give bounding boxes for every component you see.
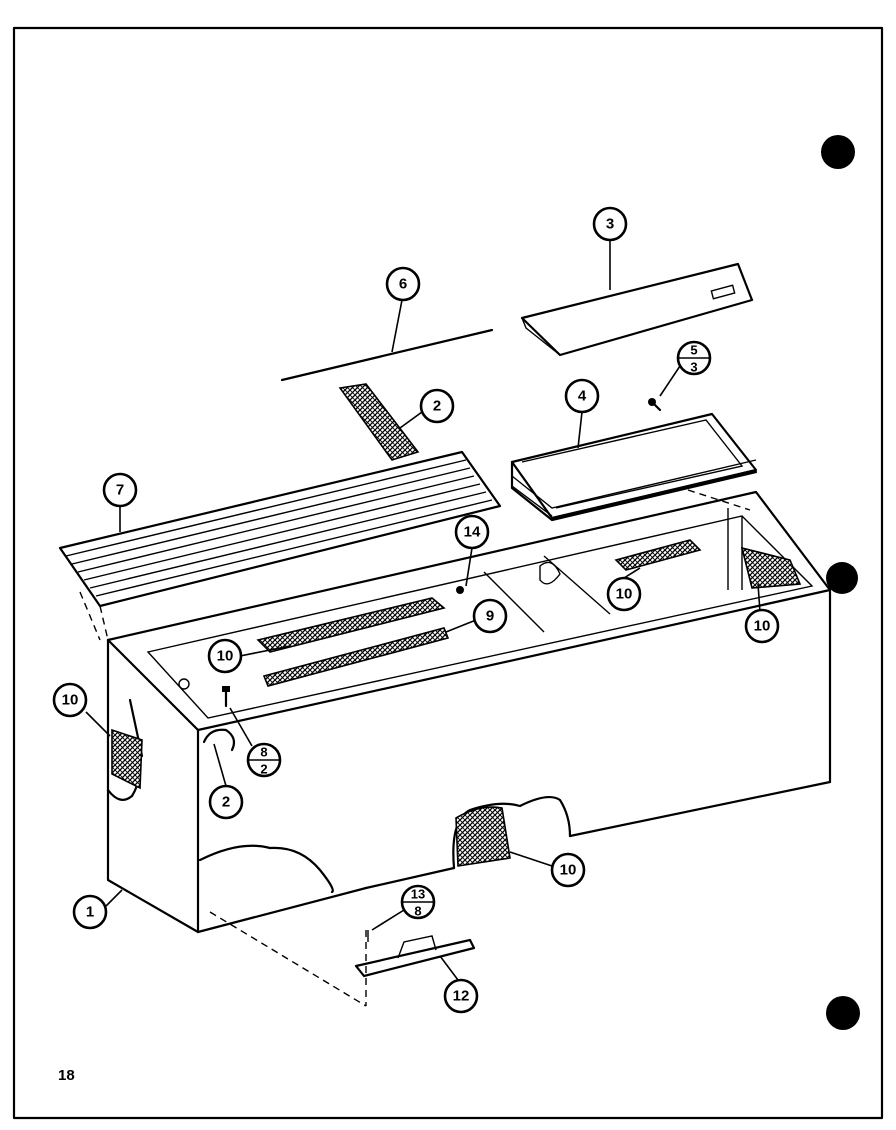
svg-text:8: 8 — [414, 904, 421, 919]
svg-text:10: 10 — [217, 648, 234, 665]
part-3-top-cover — [520, 262, 754, 357]
svg-text:2: 2 — [222, 794, 230, 811]
part-10-mesh-deck-left — [256, 597, 446, 653]
svg-text:10: 10 — [754, 618, 771, 635]
part-1-cabinet — [106, 490, 832, 934]
callout-10-deck-right: 10 — [606, 576, 642, 612]
callout-1: 1 — [72, 894, 108, 930]
callout-14: 14 — [454, 514, 490, 550]
callout-12: 12 — [443, 978, 479, 1014]
page-border — [12, 26, 884, 1120]
registration-dot-top — [821, 135, 855, 169]
callout-2-lower: 2 — [208, 784, 244, 820]
part-10-mesh-deck-right — [614, 539, 702, 571]
page-number: 18 — [58, 1067, 75, 1084]
registration-dot-middle — [826, 562, 858, 594]
part-14-fastener — [456, 586, 464, 594]
callout-9: 9 — [472, 598, 508, 634]
part-2-foam-strip — [338, 383, 420, 461]
svg-text:5: 5 — [690, 343, 697, 358]
svg-text:9: 9 — [486, 608, 494, 625]
svg-text:14: 14 — [464, 524, 481, 541]
callout-fraction-13-8: 13 8 — [400, 884, 436, 920]
svg-text:10: 10 — [616, 586, 633, 603]
svg-text:12: 12 — [453, 988, 470, 1005]
callout-fraction-8-2: 8 2 — [246, 742, 282, 778]
part-10-mesh-side — [111, 728, 143, 790]
callout-10-corner: 10 — [744, 608, 780, 644]
part-10-mesh-corner — [740, 546, 802, 589]
svg-text:10: 10 — [62, 692, 79, 709]
svg-text:10: 10 — [560, 862, 577, 879]
svg-text:7: 7 — [116, 482, 124, 499]
callout-10-deck-left: 10 — [207, 638, 243, 674]
svg-text:3: 3 — [606, 216, 614, 233]
callout-6: 6 — [385, 266, 421, 302]
callout-fraction-5-3: 5 3 — [676, 340, 712, 376]
callout-10-front: 10 — [550, 852, 586, 888]
svg-text:3: 3 — [690, 360, 697, 375]
part-12-bracket — [354, 935, 476, 978]
callout-7: 7 — [102, 472, 138, 508]
svg-text:6: 6 — [399, 276, 407, 293]
svg-text:8: 8 — [260, 745, 267, 760]
callout-3: 3 — [592, 206, 628, 242]
part-4-tray — [510, 412, 758, 522]
part-2-lower — [202, 728, 236, 752]
svg-text:13: 13 — [411, 887, 425, 902]
part-10-mesh-front — [455, 806, 511, 867]
registration-dot-bottom — [826, 996, 860, 1030]
svg-text:1: 1 — [86, 904, 94, 921]
svg-text:2: 2 — [260, 762, 267, 777]
svg-text:4: 4 — [578, 388, 587, 405]
part-9-bar — [262, 627, 450, 687]
callout-4: 4 — [564, 378, 600, 414]
part-6-rod — [280, 328, 494, 382]
callout-10-side: 10 — [52, 682, 88, 718]
callout-2-upper: 2 — [419, 388, 455, 424]
part-7-grille — [58, 450, 502, 608]
svg-text:2: 2 — [433, 398, 441, 415]
